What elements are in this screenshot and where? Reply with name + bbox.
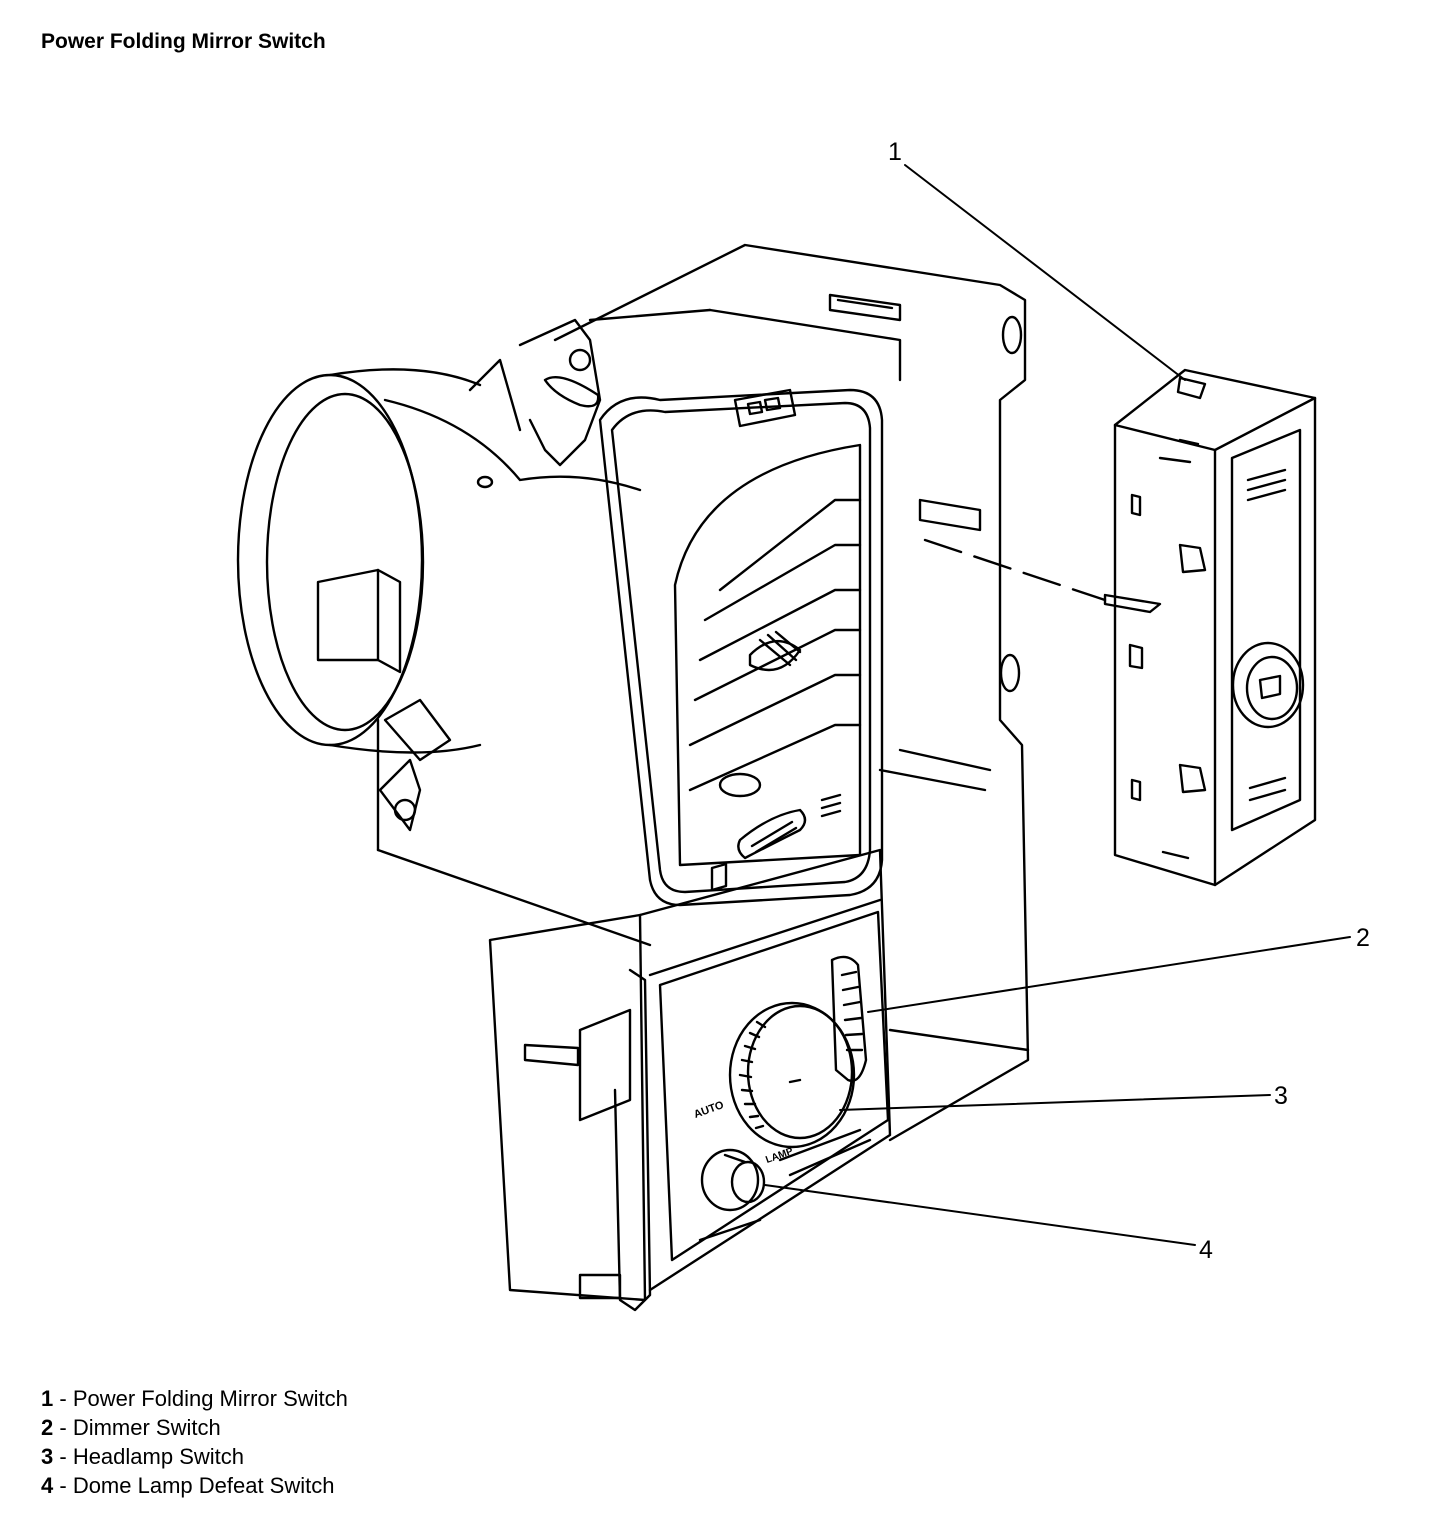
legend-separator: - xyxy=(53,1444,73,1469)
headlamp-switch-panel xyxy=(488,848,892,1312)
diagram-title: Power Folding Mirror Switch xyxy=(41,30,326,53)
callout-number-1: 1 xyxy=(888,138,902,166)
legend-item-3: 3 - Headlamp Switch xyxy=(41,1442,348,1471)
air-vent-bezel xyxy=(598,388,884,907)
panel-bracket-frame xyxy=(376,243,1030,1142)
legend-number: 1 xyxy=(41,1386,54,1411)
legend-number: 4 xyxy=(41,1473,54,1498)
leader-line-3 xyxy=(839,1094,1271,1111)
vent-duct-housing xyxy=(236,358,642,762)
dome-lamp-button xyxy=(700,1148,766,1212)
legend-item-2: 2 - Dimmer Switch xyxy=(41,1413,348,1442)
leader-line-1 xyxy=(904,164,1186,381)
knob-lamp-marking: LAMP xyxy=(764,1146,795,1166)
legend-separator: - xyxy=(53,1473,73,1498)
legend-item-1: 1 - Power Folding Mirror Switch xyxy=(41,1384,348,1413)
callout-number-3: 3 xyxy=(1274,1082,1288,1110)
dimmer-thumbwheel xyxy=(830,955,868,1082)
leader-line-2 xyxy=(867,936,1351,1013)
headlamp-knob xyxy=(728,1001,856,1149)
legend-separator: - xyxy=(53,1415,73,1440)
callout-number-4: 4 xyxy=(1199,1236,1213,1264)
legend-number: 2 xyxy=(41,1415,54,1440)
legend-part-name: Dome Lamp Defeat Switch xyxy=(72,1473,335,1498)
legend-number: 3 xyxy=(41,1444,54,1469)
leader-line-4 xyxy=(764,1184,1196,1246)
legend-item-4: 4 - Dome Lamp Defeat Switch xyxy=(41,1471,348,1500)
legend-part-name: Headlamp Switch xyxy=(72,1444,244,1469)
callout-number-2: 2 xyxy=(1356,924,1370,952)
legend-separator: - xyxy=(53,1386,73,1411)
knob-auto-marking: AUTO xyxy=(692,1099,726,1121)
legend-part-name: Power Folding Mirror Switch xyxy=(72,1386,348,1411)
power-folding-mirror-switch-module xyxy=(1103,368,1317,887)
alignment-dashed-line xyxy=(923,538,1107,602)
parts-legend: 1 - Power Folding Mirror Switch 2 - Dimm… xyxy=(41,1384,348,1500)
legend-part-name: Dimmer Switch xyxy=(72,1415,221,1440)
